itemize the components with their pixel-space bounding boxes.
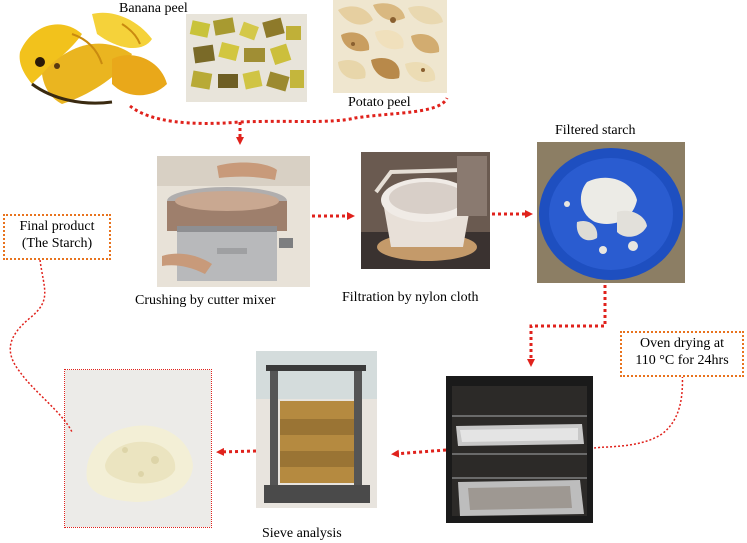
oven-drying-line2: 110 °C for 24hrs bbox=[635, 353, 729, 368]
arrow-sieve-to-final bbox=[216, 447, 257, 456]
oven-drying-callout: Oven drying at 110 °C for 24hrs bbox=[620, 331, 744, 377]
oven-drying-line1: Oven drying at bbox=[640, 336, 724, 351]
connector-final-label bbox=[9, 259, 73, 433]
banana-peel-photo bbox=[12, 4, 174, 112]
banana-peel-label: Banana peel bbox=[119, 1, 188, 16]
arrow-starch-to-oven bbox=[527, 285, 607, 367]
filtration-label: Filtration by nylon cloth bbox=[342, 290, 479, 305]
potato-peel-label: Potato peel bbox=[348, 95, 411, 110]
final-starch-powder-photo bbox=[64, 369, 212, 528]
oven-photo bbox=[446, 376, 593, 523]
arrow-oven-to-sieve bbox=[391, 448, 447, 458]
potato-peel-photo bbox=[333, 0, 447, 93]
filtered-starch-photo bbox=[537, 142, 685, 283]
cutter-mixer-photo bbox=[157, 156, 310, 287]
banana-peel-pieces-photo bbox=[186, 14, 307, 102]
connector-oven-label bbox=[593, 367, 684, 449]
filtered-starch-label: Filtered starch bbox=[555, 123, 636, 138]
final-product-line1: Final product bbox=[19, 219, 95, 234]
crushing-label: Crushing by cutter mixer bbox=[135, 293, 276, 308]
sieve-analysis-label: Sieve analysis bbox=[262, 526, 342, 541]
final-product-callout: Final product (The Starch) bbox=[3, 214, 111, 260]
sieve-shaker-photo bbox=[256, 351, 377, 508]
final-product-line2: (The Starch) bbox=[21, 236, 93, 251]
nylon-cloth-filtration-photo bbox=[361, 152, 490, 269]
